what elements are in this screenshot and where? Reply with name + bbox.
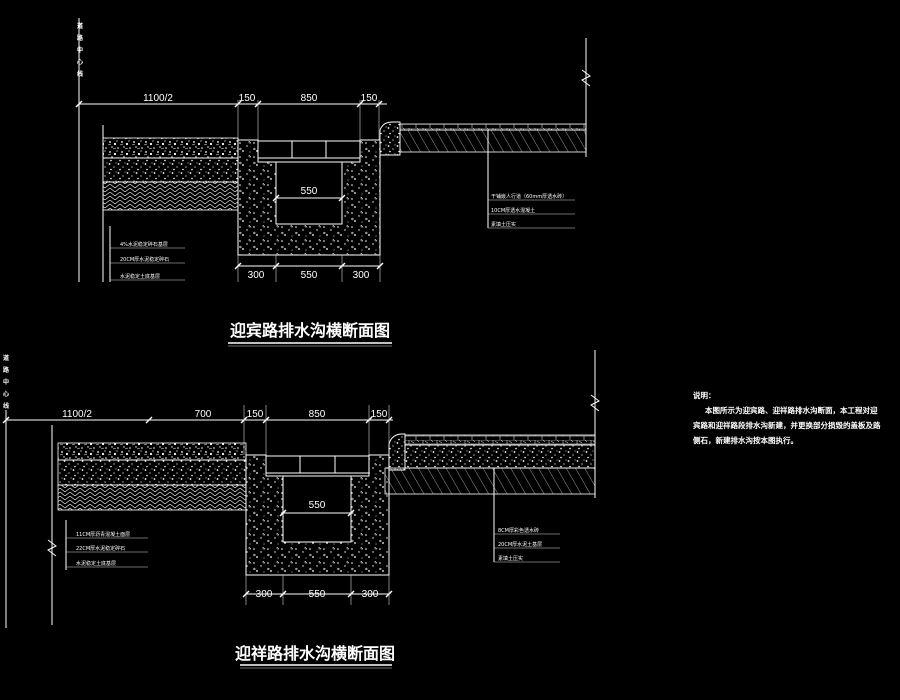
dim-1-wall-left: 300 <box>248 270 265 281</box>
section-1: 道 路 中 心 线 1100/2 150 850 150 <box>75 18 591 347</box>
centerline-char-1d: 心 <box>77 58 83 66</box>
dim-2-wall-right: 300 <box>362 589 379 600</box>
centerline-label-1: 道 路 中 心 线 <box>77 22 84 78</box>
dim-2-curb-left: 150 <box>247 409 264 420</box>
layer-1-left-c: 水泥稳定土底基层 <box>120 273 160 280</box>
right-callouts-2: 8CM厚彩色透水砖 20CM厚水泥土基层 素填土压实 <box>494 527 560 563</box>
dim-1-inner-width: 550 <box>301 186 318 197</box>
centerline-char-2a: 道 <box>3 354 9 362</box>
notes-line-2: 宾路和迎祥路段排水沟新建，并更换部分损毁的盖板及路 <box>693 420 881 430</box>
dim-2-half-road: 1100/2 <box>62 409 92 420</box>
notes-line-3: 侧石，新建排水沟按本图执行。 <box>693 435 798 445</box>
layer-2-right-c: 素填土压实 <box>498 555 523 562</box>
dim-2-wall-left: 300 <box>256 589 273 600</box>
dim-1-channel: 850 <box>301 93 318 104</box>
layer-2-left-b: 22CM厚水泥稳定碎石 <box>76 545 125 552</box>
centerline-char-1b: 路 <box>77 34 84 42</box>
section-1-title: 迎宾路排水沟横断面图 <box>230 321 390 340</box>
layer-1-right-b: 10CM厚透水混凝土 <box>491 207 535 214</box>
dim-2-lane: 700 <box>195 409 212 420</box>
notes-line-1: 本图所示为迎宾路、迎祥路排水沟断面，本工程对迎 <box>704 405 878 415</box>
centerline-char-2b: 路 <box>3 366 10 374</box>
centerline-label-2: 道 路 中 心 线 <box>3 354 10 410</box>
road-pavement-1 <box>102 125 239 282</box>
section-2: 道 路 中 心 线 1100/2 700 150 850 150 <box>2 350 600 669</box>
bottom-dimension-1: 300 550 300 <box>234 255 384 282</box>
dim-1-wall-right: 300 <box>353 270 370 281</box>
left-callouts-2: 11CM厚沥青混凝土面层 22CM厚水泥稳定碎石 水泥稳定土底基层 <box>65 520 148 570</box>
layer-2-left-c: 水泥稳定土底基层 <box>76 560 116 567</box>
section-2-title: 迎祥路排水沟横断面图 <box>235 644 395 663</box>
dim-2-curb-right: 150 <box>371 409 388 420</box>
top-dimension-1: 1100/2 150 850 150 <box>75 93 387 140</box>
layer-2-right-a: 8CM厚彩色透水砖 <box>498 527 539 534</box>
sidewalk-1 <box>379 38 591 228</box>
layer-1-right-a: 干铺嵌人行道（60mm厚透水砖） <box>491 193 567 200</box>
centerline-char-2d: 心 <box>3 390 9 398</box>
right-callouts-1: 干铺嵌人行道（60mm厚透水砖） 10CM厚透水混凝土 素填土压实 <box>488 193 575 229</box>
dim-1-half-road: 1100/2 <box>143 93 173 104</box>
dim-1-bottom-inner: 550 <box>301 270 318 281</box>
centerline-char-2c: 中 <box>3 378 9 386</box>
centerline-char-2e: 线 <box>3 402 9 410</box>
dim-2-inner-width: 550 <box>309 500 326 511</box>
cover-slab-1 <box>257 140 361 159</box>
centerline-char-1a: 道 <box>77 22 83 30</box>
notes-block: 说明： 本图所示为迎宾路、迎祥路排水沟断面，本工程对迎 宾路和迎祥路段排水沟新建… <box>693 390 881 445</box>
top-dimension-2: 1100/2 700 150 850 150 <box>2 405 393 455</box>
dim-1-curb-left: 150 <box>239 93 256 104</box>
bottom-dimension-2: 300 550 300 <box>242 575 393 605</box>
centerline-char-1c: 中 <box>77 46 83 54</box>
road-pavement-2 <box>47 425 247 625</box>
dim-2-bottom-inner: 550 <box>309 589 326 600</box>
sidewalk-2 <box>384 350 600 562</box>
drainage-channel-1: 550 <box>237 139 381 256</box>
layer-2-left-a: 11CM厚沥青混凝土面层 <box>76 531 130 538</box>
cover-slab-2 <box>265 455 370 474</box>
dim-2-channel: 850 <box>309 409 326 420</box>
layer-2-right-b: 20CM厚水泥土基层 <box>498 541 542 548</box>
drainage-channel-2: 550 <box>245 454 390 576</box>
centerline-char-1e: 线 <box>77 70 83 78</box>
dim-1-curb-right: 150 <box>361 93 378 104</box>
left-callouts-1: 4%水泥稳定碎石基层 20CM厚水泥稳定碎石 水泥稳定土底基层 <box>109 226 185 282</box>
layer-1-left-b: 20CM厚水泥稳定碎石 <box>120 256 169 263</box>
layer-1-right-c: 素填土压实 <box>491 221 516 228</box>
notes-heading: 说明： <box>693 390 716 400</box>
layer-1-left-a: 4%水泥稳定碎石基层 <box>120 241 168 248</box>
